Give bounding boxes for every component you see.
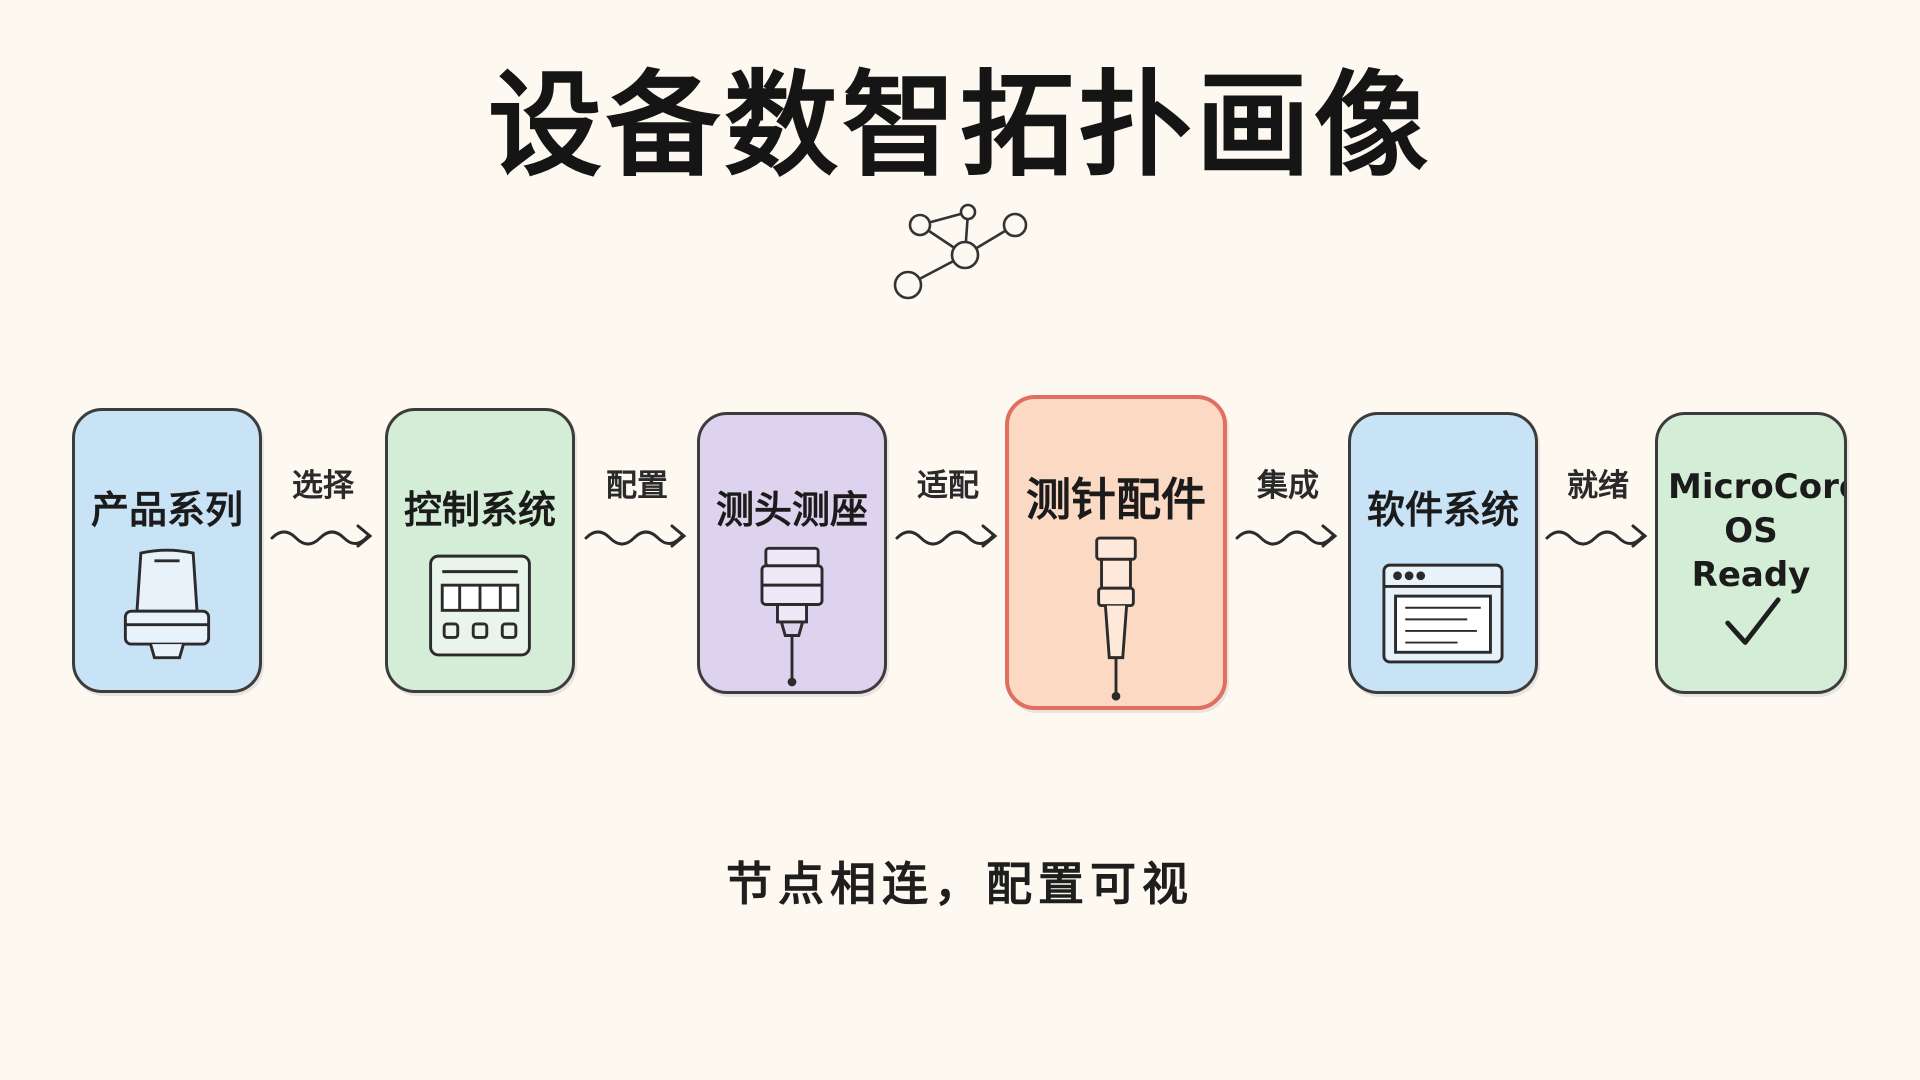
edge-adapt: 适配 [893,460,1003,580]
node-label: 测头测座 [715,488,868,532]
node-label: 测针配件 [1025,473,1206,526]
edge-integrate: 集成 [1233,460,1343,580]
control-panel-icon [429,554,531,657]
checkmark-icon [1725,597,1781,645]
page-title: 设备数智拓扑画像 [487,59,1432,192]
node-probe-head: 测头测座 [697,412,887,694]
probe-head-icon [760,546,824,687]
topology-flow: 产品系列 选择 控制系统 配置 [0,390,1920,720]
tagline: 节点相连，配置可视 [726,857,1194,911]
edge-ready: 就绪 [1543,460,1653,580]
node-microcore-os: MicroCore OS Ready [1655,412,1847,694]
node-control-system: 控制系统 [385,408,575,693]
software-window-icon [1382,563,1504,664]
node-stylus-accessories: 测针配件 [1005,395,1227,710]
node-label: 软件系统 [1366,488,1519,532]
stylus-icon [1095,536,1137,701]
edge-select: 选择 [268,460,378,580]
wavy-arrow-icon [270,524,373,548]
edge-label: 选择 [292,468,354,504]
node-product-series: 产品系列 [72,408,262,693]
wavy-arrow-icon [584,524,687,548]
node-software-system: 软件系统 [1348,412,1538,694]
wavy-arrow-icon [1235,524,1338,548]
network-graph-icon [893,203,1028,300]
node-label: 产品系列 [90,488,243,532]
wavy-arrow-icon [895,524,998,548]
edge-label: 配置 [606,468,668,504]
wavy-arrow-icon [1545,524,1648,548]
edge-label: 集成 [1257,468,1319,504]
node-label: 控制系统 [403,488,556,532]
probe-housing-icon [123,548,211,660]
node-label: MicroCore OS Ready [1668,467,1847,596]
edge-label: 适配 [917,468,979,504]
edge-label: 就绪 [1567,468,1629,504]
edge-configure: 配置 [582,460,692,580]
